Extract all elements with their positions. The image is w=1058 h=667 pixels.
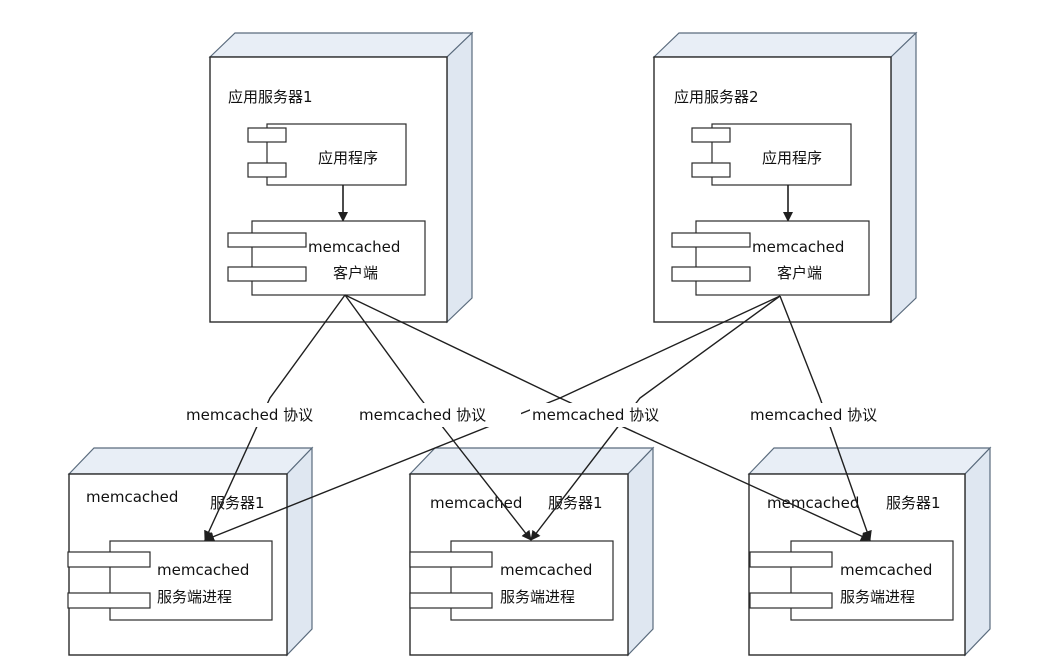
connector-client1-to-server2 — [344, 294, 532, 541]
client-label-line1: memcached — [308, 238, 400, 256]
node-side-face — [446, 31, 473, 324]
memcached-client-component: memcached 客户端 — [671, 220, 870, 296]
application-component: 应用程序 — [247, 123, 407, 186]
protocol-label-3: memcached 协议 — [532, 406, 659, 424]
protocol-label-background — [184, 403, 344, 427]
app-server-title: 应用服务器2 — [674, 88, 759, 106]
memcached-client-component: memcached 客户端 — [227, 220, 426, 296]
app-server-node-1: 应用服务器1 应用程序 memcached 客户端 — [208, 31, 474, 324]
component-body — [711, 123, 852, 186]
component-port-bottom — [409, 592, 493, 609]
node-top-face — [408, 447, 655, 475]
memcached-process-component: memcached 服务端进程 — [749, 540, 954, 621]
component-body — [266, 123, 407, 186]
memcached-server-node-3: memcached 服务器1 memcached 服务端进程 — [747, 446, 992, 657]
process-label-line1: memcached — [500, 561, 592, 579]
application-label: 应用程序 — [318, 149, 378, 167]
component-port-top — [409, 551, 493, 568]
memcached-process-component: memcached 服务端进程 — [409, 540, 614, 621]
component-port-top — [227, 232, 307, 248]
component-port-bottom — [67, 592, 151, 609]
client-label-line1: memcached — [752, 238, 844, 256]
connector-client2-to-server1 — [204, 295, 781, 542]
protocol-label-background — [357, 403, 521, 427]
protocol-connectors — [204, 294, 872, 542]
app-server-node-2: 应用服务器2 应用程序 memcached 客户端 — [652, 31, 918, 324]
memcached-server-title-part2: 服务器1 — [210, 494, 265, 512]
app-server-title: 应用服务器1 — [228, 88, 313, 106]
component-port-bottom — [671, 266, 751, 282]
component-port-top — [749, 551, 833, 568]
memcached-server-node-1: memcached 服务器1 memcached 服务端进程 — [67, 446, 314, 657]
component-body — [695, 220, 870, 296]
connector-client1-to-server1 — [204, 294, 346, 541]
memcached-server-title-part1: memcached — [430, 494, 522, 512]
node-side-face — [964, 446, 991, 657]
client-label-line2: 客户端 — [333, 264, 378, 282]
component-port-bottom — [227, 266, 307, 282]
protocol-label-background — [748, 403, 910, 427]
memcached-process-component: memcached 服务端进程 — [67, 540, 273, 621]
node-side-face — [890, 31, 917, 324]
component-port-top — [671, 232, 751, 248]
component-port-top — [67, 551, 151, 568]
protocol-label-1: memcached 协议 — [186, 406, 313, 424]
application-label: 应用程序 — [762, 149, 822, 167]
memcached-server-node-2: memcached 服务器1 memcached 服务端进程 — [408, 446, 655, 657]
protocol-label-4: memcached 协议 — [750, 406, 877, 424]
node-top-face — [208, 32, 474, 58]
process-label-line2: 服务端进程 — [157, 588, 232, 606]
memcached-server-title-part1: memcached — [767, 494, 859, 512]
component-port-bottom — [749, 592, 833, 609]
protocol-label-2: memcached 协议 — [359, 406, 486, 424]
connector-client2-to-server3 — [779, 295, 872, 541]
connector-client2-to-server2 — [530, 295, 781, 541]
component-port-bottom — [691, 162, 731, 178]
node-top-face — [67, 447, 314, 475]
process-label-line1: memcached — [157, 561, 249, 579]
protocol-label-background — [530, 403, 694, 427]
protocol-labels: memcached 协议 memcached 协议 memcached 协议 m… — [184, 403, 910, 427]
application-component: 应用程序 — [691, 123, 852, 186]
component-port-bottom — [247, 162, 287, 178]
component-port-top — [247, 127, 287, 143]
component-body — [251, 220, 426, 296]
process-label-line1: memcached — [840, 561, 932, 579]
client-label-line2: 客户端 — [777, 264, 822, 282]
process-label-line2: 服务端进程 — [500, 588, 575, 606]
node-side-face — [286, 446, 313, 657]
node-side-face — [627, 446, 654, 657]
memcached-server-title-part1: memcached — [86, 488, 178, 506]
node-top-face — [747, 447, 992, 475]
memcached-server-title-part2: 服务器1 — [886, 494, 941, 512]
process-label-line2: 服务端进程 — [840, 588, 915, 606]
memcached-server-title-part2: 服务器1 — [548, 494, 603, 512]
node-top-face — [652, 32, 918, 58]
component-port-top — [691, 127, 731, 143]
